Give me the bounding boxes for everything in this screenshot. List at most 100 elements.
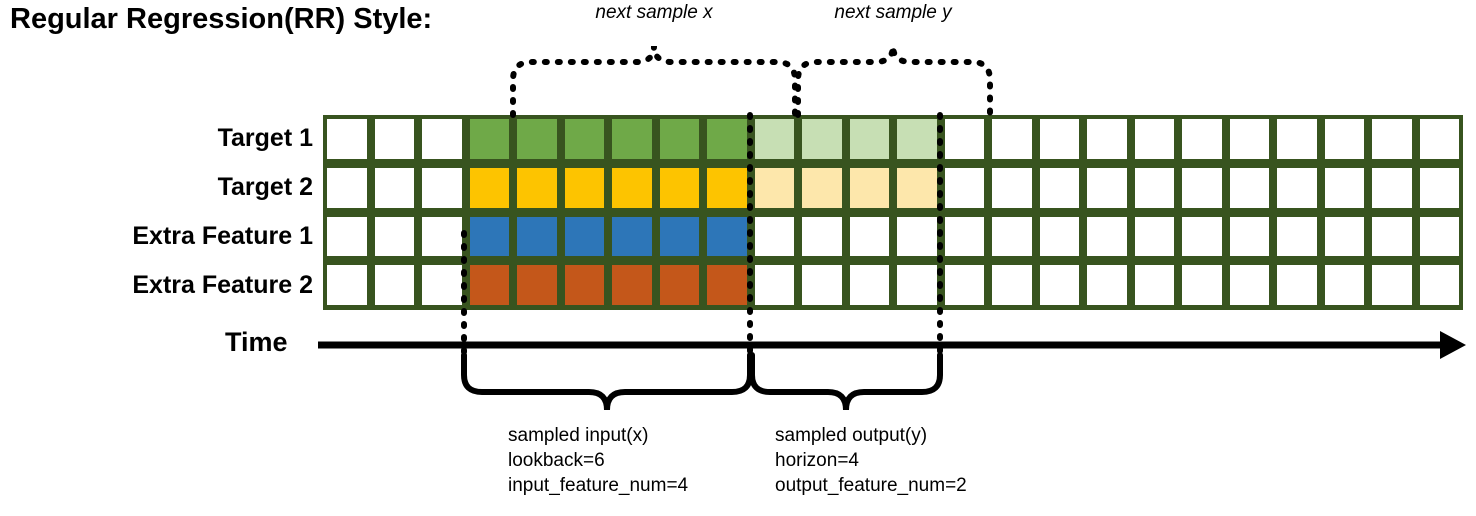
grid-cell-target-2-15 bbox=[1039, 167, 1079, 208]
sampled-input-line-2: lookback=6 bbox=[508, 450, 605, 471]
grid-cell-target-2-5 bbox=[564, 167, 604, 208]
grid-cell-target-2-16 bbox=[1087, 167, 1127, 208]
grid-cell-extra-feature-1-23 bbox=[1419, 216, 1459, 257]
bottom-brace-sampled-output bbox=[749, 352, 943, 411]
grid-cell-extra-feature-1-12 bbox=[897, 216, 937, 257]
grid-cell-target-2-0 bbox=[327, 167, 367, 208]
grid-cell-target-2-20 bbox=[1277, 167, 1317, 208]
grid-cell-target-1-13 bbox=[944, 119, 984, 159]
grid-cell-extra-feature-1-14 bbox=[992, 216, 1032, 257]
grid-cell-extra-feature-2-23 bbox=[1419, 265, 1459, 305]
grid-cell-extra-feature-1-20 bbox=[1277, 216, 1317, 257]
grid-cell-extra-feature-2-20 bbox=[1277, 265, 1317, 305]
grid-cell-target-1-16 bbox=[1087, 119, 1127, 159]
grid-cell-target-1-11 bbox=[849, 119, 889, 159]
grid-cell-target-1-8 bbox=[707, 119, 747, 159]
grid-cell-extra-feature-2-0 bbox=[327, 265, 367, 305]
grid-cell-extra-feature-2-4 bbox=[517, 265, 557, 305]
grid-cell-target-1-0 bbox=[327, 119, 367, 159]
page-title: Regular Regression(RR) Style: bbox=[10, 3, 433, 35]
grid-cell-extra-feature-2-22 bbox=[1372, 265, 1412, 305]
row-label-target-1: Target 1 bbox=[217, 124, 313, 152]
grid-cell-extra-feature-2-14 bbox=[992, 265, 1032, 305]
grid-cell-target-1-22 bbox=[1372, 119, 1412, 159]
grid-cell-extra-feature-1-22 bbox=[1372, 216, 1412, 257]
grid-cell-extra-feature-1-2 bbox=[422, 216, 462, 257]
grid-cell-extra-feature-2-6 bbox=[612, 265, 652, 305]
grid-cell-target-2-1 bbox=[374, 167, 414, 208]
grid-row-extra-feature-2 bbox=[323, 261, 1463, 310]
grid-cell-extra-feature-2-5 bbox=[564, 265, 604, 305]
next-sample-x-label: next sample x bbox=[595, 2, 713, 23]
grid-cell-extra-feature-1-3 bbox=[469, 216, 509, 257]
grid-cell-target-2-9 bbox=[754, 167, 794, 208]
timeline-grid bbox=[323, 115, 1463, 310]
sampled-input-line-3: input_feature_num=4 bbox=[508, 475, 689, 496]
grid-cell-target-2-2 bbox=[422, 167, 462, 208]
grid-cell-target-2-23 bbox=[1419, 167, 1459, 208]
grid-cell-extra-feature-1-15 bbox=[1039, 216, 1079, 257]
grid-cell-extra-feature-2-1 bbox=[374, 265, 414, 305]
grid-cell-target-2-7 bbox=[659, 167, 699, 208]
grid-cell-extra-feature-2-21 bbox=[1324, 265, 1364, 305]
grid-cell-target-2-19 bbox=[1229, 167, 1269, 208]
grid-cell-target-1-17 bbox=[1134, 119, 1174, 159]
grid-cell-extra-feature-2-8 bbox=[707, 265, 747, 305]
grid-cell-extra-feature-2-17 bbox=[1134, 265, 1174, 305]
grid-cell-target-1-5 bbox=[564, 119, 604, 159]
next-sample-y-label: next sample y bbox=[834, 2, 952, 23]
top-brace-next-sample-x bbox=[510, 45, 798, 118]
grid-cell-target-1-14 bbox=[992, 119, 1032, 159]
grid-cell-extra-feature-1-8 bbox=[707, 216, 747, 257]
grid-cell-extra-feature-1-16 bbox=[1087, 216, 1127, 257]
grid-cell-target-2-6 bbox=[612, 167, 652, 208]
grid-cell-target-2-13 bbox=[944, 167, 984, 208]
sampled-input-line-1: sampled input(x) bbox=[508, 425, 649, 446]
grid-cell-extra-feature-1-4 bbox=[517, 216, 557, 257]
grid-cell-target-2-18 bbox=[1182, 167, 1222, 208]
grid-cell-extra-feature-2-2 bbox=[422, 265, 462, 305]
grid-cell-extra-feature-2-16 bbox=[1087, 265, 1127, 305]
grid-cell-target-1-2 bbox=[422, 119, 462, 159]
grid-cell-target-1-19 bbox=[1229, 119, 1269, 159]
grid-cell-extra-feature-1-5 bbox=[564, 216, 604, 257]
grid-cell-extra-feature-2-3 bbox=[469, 265, 509, 305]
grid-cell-target-1-15 bbox=[1039, 119, 1079, 159]
grid-cell-extra-feature-1-13 bbox=[944, 216, 984, 257]
grid-row-target-1 bbox=[323, 115, 1463, 164]
grid-cell-extra-feature-2-19 bbox=[1229, 265, 1269, 305]
grid-cell-extra-feature-1-9 bbox=[754, 216, 794, 257]
grid-cell-target-2-10 bbox=[802, 167, 842, 208]
row-label-extra-feature-2: Extra Feature 2 bbox=[132, 271, 313, 299]
grid-cell-extra-feature-1-7 bbox=[659, 216, 699, 257]
bottom-brace-sampled-input bbox=[461, 352, 753, 411]
grid-cell-extra-feature-2-7 bbox=[659, 265, 699, 305]
grid-cell-target-1-18 bbox=[1182, 119, 1222, 159]
top-brace-next-sample-y bbox=[795, 45, 993, 118]
grid-cell-extra-feature-2-12 bbox=[897, 265, 937, 305]
grid-cell-extra-feature-1-11 bbox=[849, 216, 889, 257]
grid-cell-extra-feature-2-10 bbox=[802, 265, 842, 305]
grid-row-extra-feature-1 bbox=[323, 213, 1463, 262]
grid-cell-target-1-4 bbox=[517, 119, 557, 159]
grid-cell-target-2-3 bbox=[469, 167, 509, 208]
grid-cell-extra-feature-1-10 bbox=[802, 216, 842, 257]
row-label-extra-feature-1: Extra Feature 1 bbox=[132, 222, 313, 250]
grid-cell-target-1-21 bbox=[1324, 119, 1364, 159]
sampled-output-line-1: sampled output(y) bbox=[775, 425, 928, 446]
grid-cell-target-1-3 bbox=[469, 119, 509, 159]
grid-cell-target-2-22 bbox=[1372, 167, 1412, 208]
grid-cell-target-1-10 bbox=[802, 119, 842, 159]
grid-cell-target-2-4 bbox=[517, 167, 557, 208]
grid-cell-extra-feature-2-11 bbox=[849, 265, 889, 305]
sampled-output-line-2: horizon=4 bbox=[775, 450, 859, 471]
grid-cell-extra-feature-1-21 bbox=[1324, 216, 1364, 257]
grid-cell-target-1-12 bbox=[897, 119, 937, 159]
row-label-target-2: Target 2 bbox=[217, 173, 313, 201]
grid-cell-extra-feature-1-0 bbox=[327, 216, 367, 257]
sampled-output-line-3: output_feature_num=2 bbox=[775, 475, 967, 496]
grid-cell-extra-feature-2-15 bbox=[1039, 265, 1079, 305]
time-axis-label: Time bbox=[225, 327, 288, 357]
grid-cell-target-2-14 bbox=[992, 167, 1032, 208]
grid-cell-target-1-20 bbox=[1277, 119, 1317, 159]
